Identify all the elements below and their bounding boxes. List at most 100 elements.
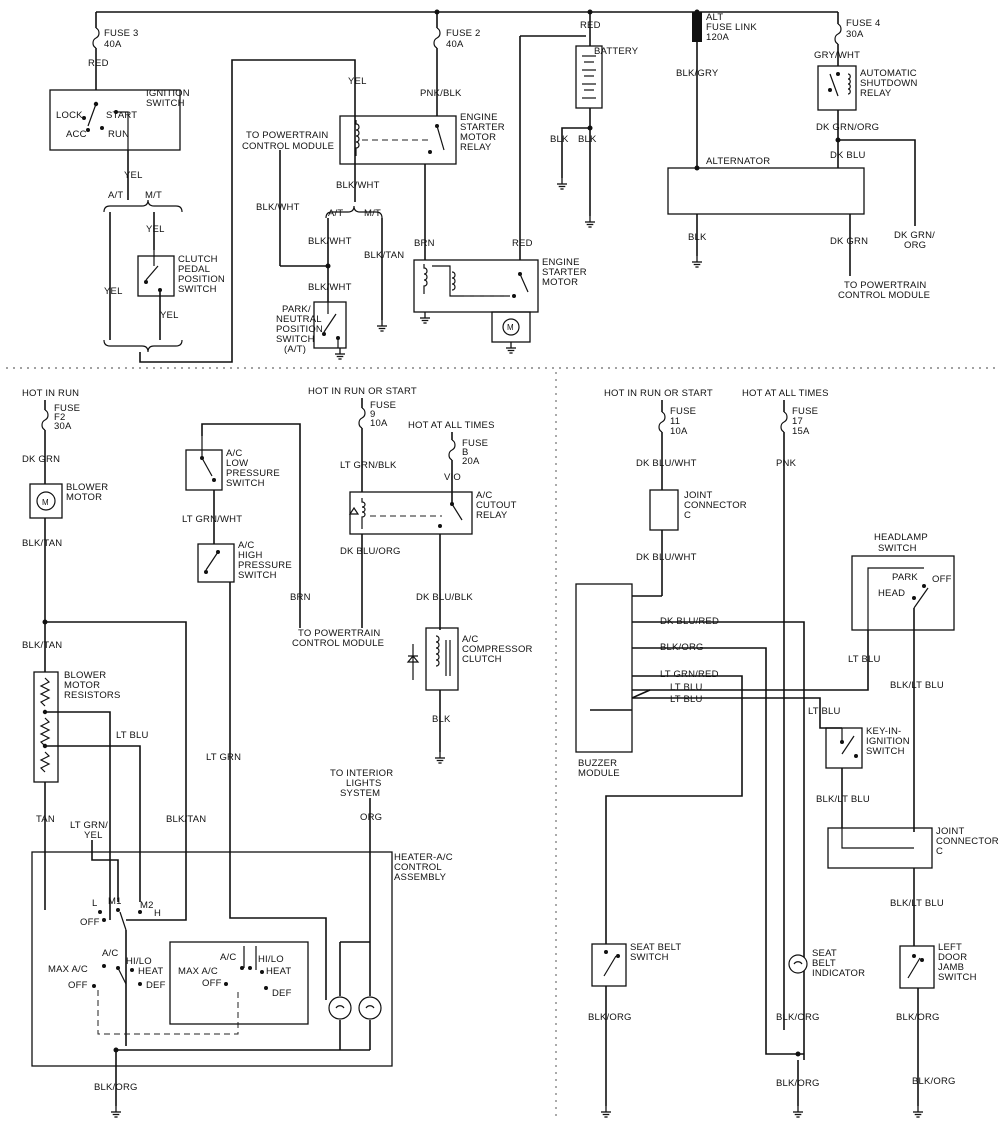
svg-text:17: 17: [792, 416, 803, 427]
svg-text:CONNECTOR: CONNECTOR: [684, 500, 747, 511]
ac-low-pressure-switch: [185, 449, 223, 491]
key-in-ignition-switch: [825, 727, 863, 769]
svg-text:ORG: ORG: [904, 240, 926, 251]
joint-connector-c-top: [649, 489, 679, 531]
svg-text:CLUTCH: CLUTCH: [462, 654, 502, 665]
headlamp-switch: [851, 555, 955, 631]
svg-text:FUSE 2: FUSE 2: [446, 28, 480, 39]
seat-belt-switch: [591, 943, 627, 987]
svg-text:SHUTDOWN: SHUTDOWN: [860, 78, 918, 89]
svg-text:120A: 120A: [706, 32, 729, 43]
svg-text:DK GRN/: DK GRN/: [894, 230, 935, 241]
svg-text:ALTERNATOR: ALTERNATOR: [706, 156, 770, 167]
svg-text:BLK/ORG: BLK/ORG: [776, 1078, 820, 1089]
svg-text:SWITCH: SWITCH: [178, 284, 217, 295]
svg-text:MAX A/C: MAX A/C: [48, 964, 88, 975]
svg-text:POSITION: POSITION: [276, 324, 323, 335]
svg-text:YEL: YEL: [104, 286, 123, 297]
ac-high-pressure-switch: [197, 543, 235, 583]
svg-text:BLK: BLK: [688, 232, 707, 243]
blower-motor: [29, 483, 63, 519]
svg-text:MOTOR: MOTOR: [66, 492, 102, 503]
svg-text:MOTOR: MOTOR: [542, 277, 578, 288]
svg-text:RELAY: RELAY: [460, 142, 492, 153]
ignition-switch: [49, 89, 181, 151]
svg-text:LT GRN/RED: LT GRN/RED: [660, 669, 719, 680]
buzzer-circuit: HOT IN RUN OR START HOT AT ALL TIMES FUS…: [575, 388, 999, 1118]
svg-text:OFF: OFF: [80, 917, 100, 928]
buzzer-module: [575, 583, 633, 753]
svg-text:YEL: YEL: [146, 224, 165, 235]
svg-text:MODULE: MODULE: [578, 768, 620, 779]
svg-text:IGNITION: IGNITION: [866, 736, 910, 747]
svg-text:MOTOR: MOTOR: [64, 680, 100, 691]
svg-text:LT GRN/BLK: LT GRN/BLK: [340, 460, 397, 471]
svg-text:BLK/WHT: BLK/WHT: [308, 236, 352, 247]
blower-ac-circuit: HOT IN RUN FUSE F2 30A DK GRN M BLOWER M…: [22, 386, 532, 1118]
svg-text:PEDAL: PEDAL: [178, 264, 210, 275]
ac-cutout-relay: [349, 491, 473, 535]
fuse-3-icon: [92, 27, 100, 49]
svg-text:M2: M2: [140, 900, 154, 911]
svg-text:CONNECTOR: CONNECTOR: [936, 836, 999, 847]
svg-text:RED: RED: [512, 238, 533, 249]
svg-text:AUTOMATIC: AUTOMATIC: [860, 68, 917, 79]
blower-resistors: [33, 671, 59, 783]
svg-text:LOW: LOW: [226, 458, 248, 469]
svg-text:A/C: A/C: [476, 490, 492, 501]
svg-text:30A: 30A: [54, 421, 72, 432]
svg-text:HOT IN RUN OR START: HOT IN RUN OR START: [604, 388, 713, 399]
mode-switch-section: [169, 941, 309, 1025]
svg-text:BLK/TAN: BLK/TAN: [166, 814, 206, 825]
svg-text:BLK: BLK: [550, 134, 569, 145]
fuse-3-label: FUSE 3: [104, 28, 138, 39]
svg-text:HOT IN RUN OR START: HOT IN RUN OR START: [308, 386, 417, 397]
svg-text:LT BLU: LT BLU: [670, 682, 703, 693]
svg-text:BLK/ORG: BLK/ORG: [912, 1076, 956, 1087]
starter-motor-icon: [502, 318, 520, 336]
svg-text:TAN: TAN: [36, 814, 55, 825]
svg-text:DK GRN/ORG: DK GRN/ORG: [816, 122, 879, 133]
svg-text:BLK/WHT: BLK/WHT: [308, 282, 352, 293]
alternator: [667, 167, 865, 215]
svg-text:BLK/LT BLU: BLK/LT BLU: [890, 898, 944, 909]
svg-text:JOINT: JOINT: [936, 826, 964, 837]
svg-text:HEADLAMP: HEADLAMP: [874, 532, 928, 543]
svg-text:SWITCH: SWITCH: [630, 952, 669, 963]
svg-text:A/C: A/C: [462, 634, 478, 645]
svg-text:RED: RED: [580, 20, 601, 31]
svg-text:PRESSURE: PRESSURE: [238, 560, 292, 571]
svg-text:OFF: OFF: [932, 574, 952, 585]
svg-text:FUSE 4: FUSE 4: [846, 18, 880, 29]
svg-text:PNK: PNK: [776, 458, 797, 469]
svg-text:ORG: ORG: [360, 812, 382, 823]
svg-text:M/T: M/T: [145, 190, 162, 201]
svg-text:JOINT: JOINT: [684, 490, 712, 501]
svg-text:HEAT: HEAT: [138, 966, 163, 977]
svg-text:BLK/LT BLU: BLK/LT BLU: [890, 680, 944, 691]
svg-text:FUSE: FUSE: [462, 438, 488, 449]
svg-text:PNK/BLK: PNK/BLK: [420, 88, 462, 99]
svg-text:SEAT BELT: SEAT BELT: [630, 942, 681, 953]
svg-text:C: C: [684, 510, 691, 521]
svg-text:DK BLU/ORG: DK BLU/ORG: [340, 546, 401, 557]
svg-text:BLK/LT BLU: BLK/LT BLU: [816, 794, 870, 805]
svg-text:A/C: A/C: [226, 448, 242, 459]
svg-text:BLK/ORG: BLK/ORG: [776, 1012, 820, 1023]
svg-text:ASSEMBLY: ASSEMBLY: [394, 872, 447, 883]
svg-text:BLK/ORG: BLK/ORG: [588, 1012, 632, 1023]
svg-text:BLK/WHT: BLK/WHT: [256, 202, 300, 213]
svg-text:BLK/ORG: BLK/ORG: [896, 1012, 940, 1023]
fuse-b-icon: [448, 439, 456, 461]
fuse-11-icon: [658, 411, 666, 433]
svg-text:FUSE: FUSE: [54, 403, 80, 414]
svg-text:SWITCH: SWITCH: [238, 570, 277, 581]
svg-text:START: START: [106, 110, 137, 121]
svg-text:9: 9: [370, 409, 375, 420]
panel-lamp-icon: [328, 996, 352, 1020]
svg-text:YEL: YEL: [84, 830, 103, 841]
svg-text:BLOWER: BLOWER: [64, 670, 106, 681]
panel-lamp-icon: [358, 996, 382, 1020]
starter-motor: [413, 259, 539, 313]
